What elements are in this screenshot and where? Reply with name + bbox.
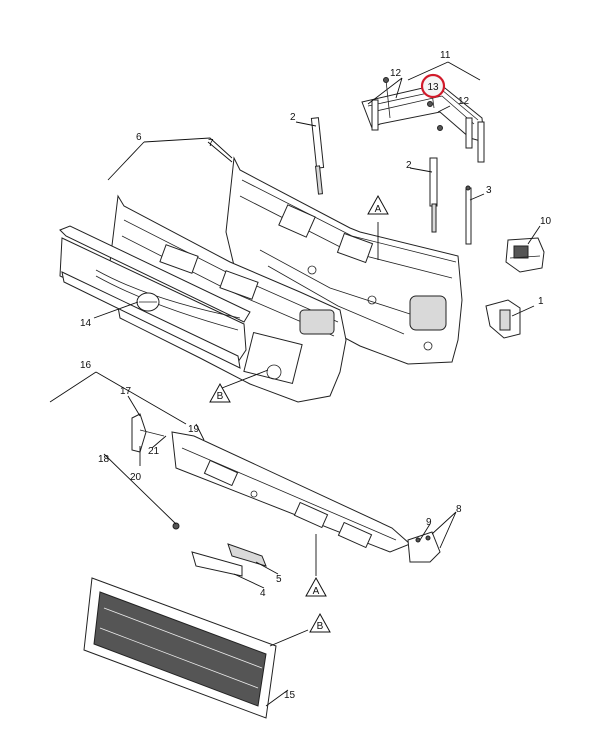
callout-21: 21 [148, 446, 160, 457]
latch-assembly [505, 237, 545, 273]
callout-8: 8 [456, 504, 462, 515]
reference-a-label: A [313, 586, 320, 597]
callout-5: 5 [276, 574, 282, 585]
callout-19: 19 [188, 424, 200, 435]
reference-marker-a-upper: A [367, 194, 389, 215]
outer-cab-panel [109, 194, 347, 403]
callout-3: 3 [486, 185, 492, 196]
reference-a-label: A [375, 204, 382, 215]
reference-b-label: B [217, 391, 224, 402]
callout-2: 2 [406, 160, 412, 171]
callout-14: 14 [80, 318, 92, 329]
callout-1: 1 [538, 296, 544, 307]
callout-20: 20 [130, 472, 142, 483]
lower-trim-and-lamp [191, 543, 267, 577]
gas-struts [310, 117, 438, 233]
callout-11: 11 [440, 50, 451, 61]
front-grille [83, 577, 277, 719]
reference-b-label: B [317, 621, 324, 632]
support-rod [465, 185, 472, 245]
callout-15: 15 [284, 690, 296, 701]
corner-bracket [407, 531, 441, 563]
leader-lines [49, 61, 541, 707]
callout-18: 18 [98, 454, 110, 465]
upper-bracket-assembly [361, 77, 485, 163]
callout-9: 9 [426, 517, 432, 528]
callout-labels: 1 2 2 3 4 5 6 7 8 9 10 11 12 12 14 15 16… [80, 50, 552, 701]
callout-6: 6 [136, 132, 142, 143]
callout-12: 12 [458, 96, 470, 107]
reference-marker-a-lower: A [305, 576, 327, 597]
callout-17: 17 [120, 386, 132, 397]
callout-13: 13 [427, 82, 439, 93]
callout-16: 16 [80, 360, 92, 371]
callout-12: 12 [390, 68, 402, 79]
reference-marker-b-upper: B [209, 382, 231, 403]
reference-marker-b-lower: B [309, 612, 331, 633]
hinge-bracket [485, 299, 521, 339]
front-bezel [59, 225, 251, 369]
callout-10: 10 [540, 216, 552, 227]
callout-2: 2 [290, 112, 296, 123]
bumper-fascia [171, 431, 411, 553]
callout-7: 7 [208, 138, 214, 149]
callout-4: 4 [260, 588, 266, 599]
highlighted-callout-13[interactable]: 13 [420, 73, 446, 99]
side-lamp-bracket [131, 413, 165, 453]
